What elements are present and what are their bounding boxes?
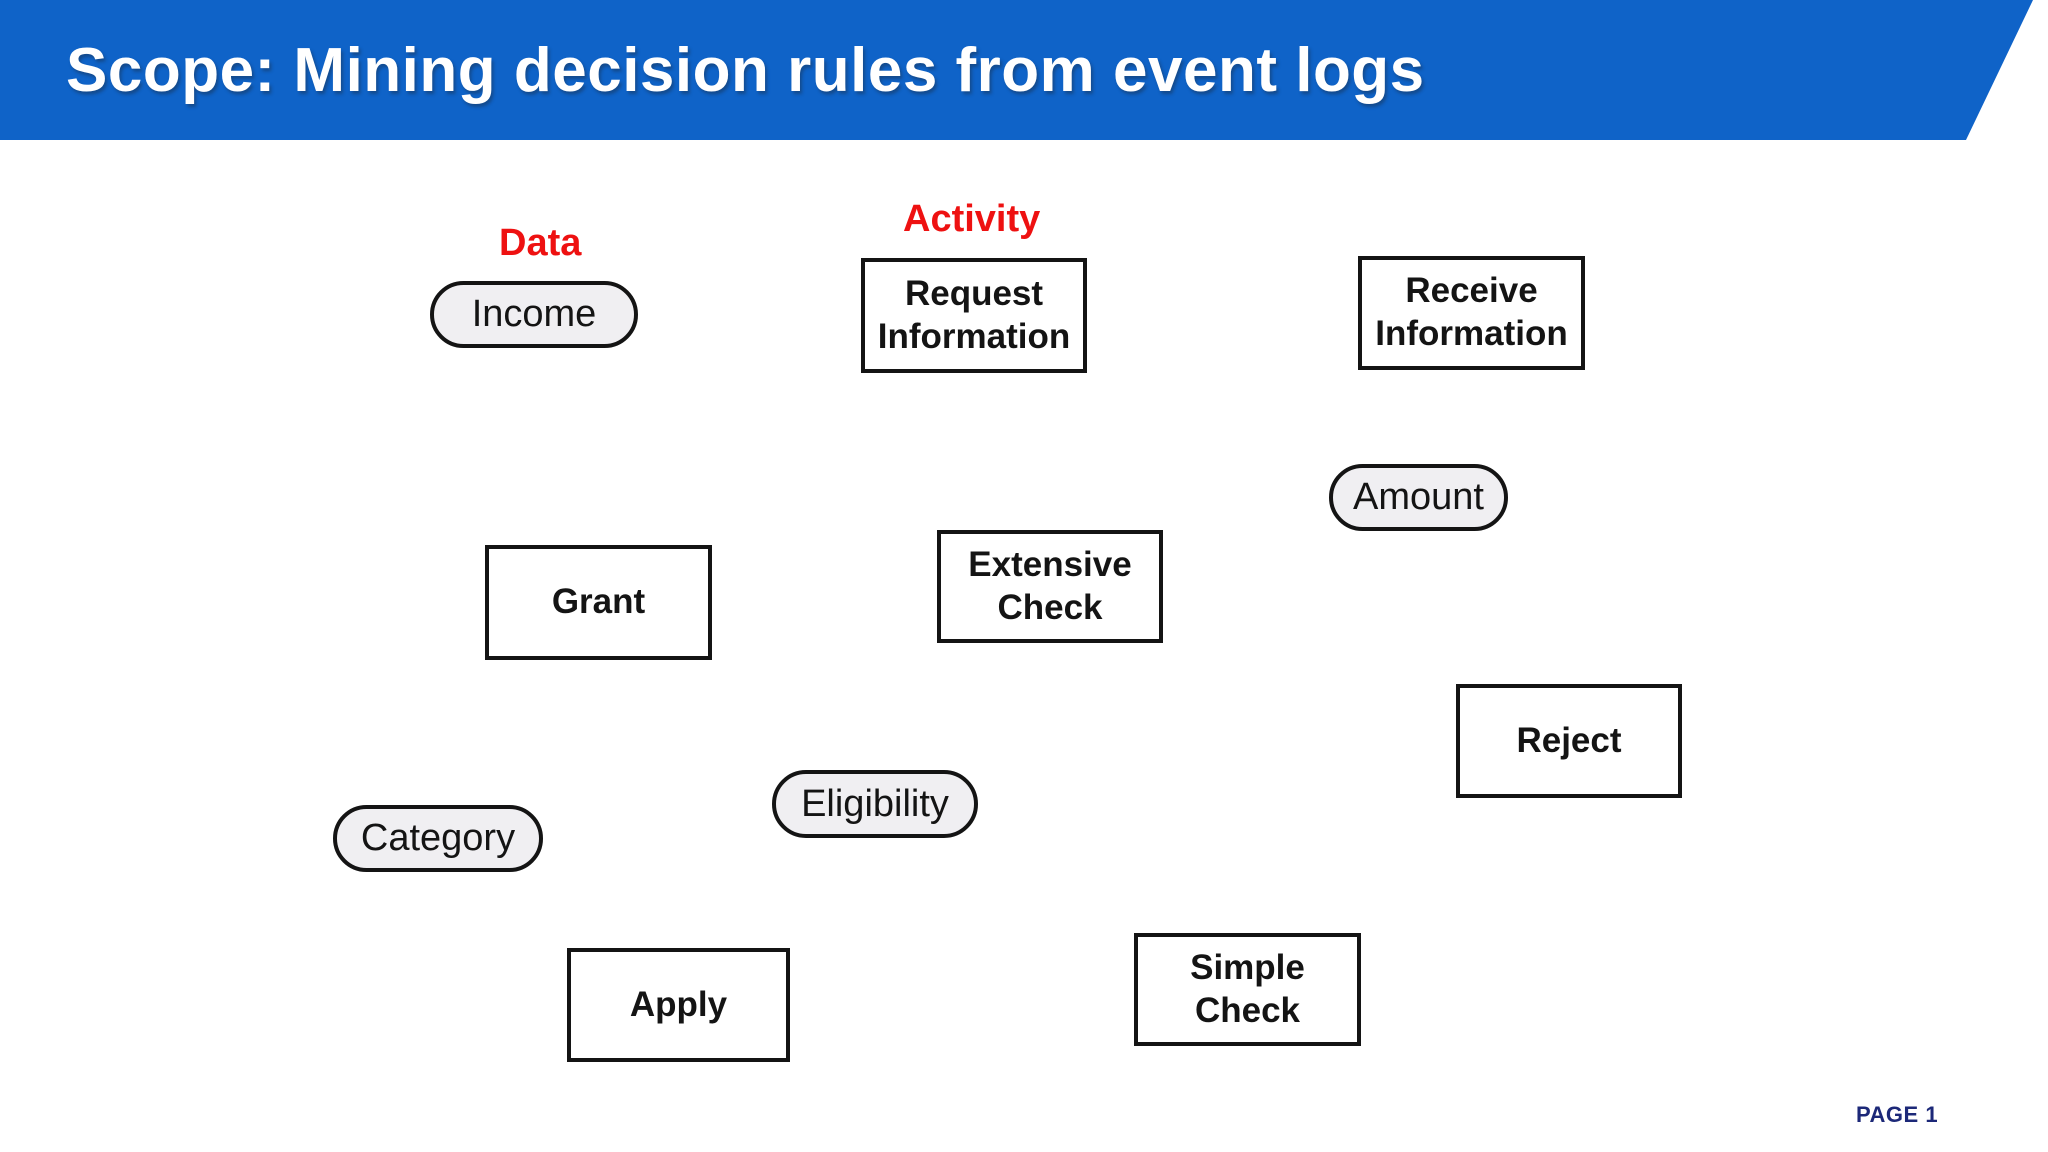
activity-node-simple-check: Simple Check: [1134, 933, 1361, 1046]
legend-label-activity: Activity: [903, 198, 1041, 240]
data-node-amount: Amount: [1329, 464, 1508, 531]
activity-node-grant: Grant: [485, 545, 712, 660]
legend-label-data: Data: [499, 222, 582, 264]
activity-node-receive-information: Receive Information: [1358, 256, 1585, 370]
page-number-label: PAGE 1: [1856, 1102, 1939, 1127]
activity-node-request-information: Request Information: [861, 258, 1087, 373]
header-banner: Scope: Mining decision rules from event …: [0, 0, 2033, 140]
data-node-income: Income: [430, 281, 638, 348]
slide-title: Scope: Mining decision rules from event …: [66, 35, 1425, 105]
data-node-eligibility: Eligibility: [772, 770, 978, 838]
activity-node-extensive-check: Extensive Check: [937, 530, 1163, 643]
data-node-category: Category: [333, 805, 543, 872]
activity-node-apply: Apply: [567, 948, 790, 1062]
activity-node-reject: Reject: [1456, 684, 1682, 798]
